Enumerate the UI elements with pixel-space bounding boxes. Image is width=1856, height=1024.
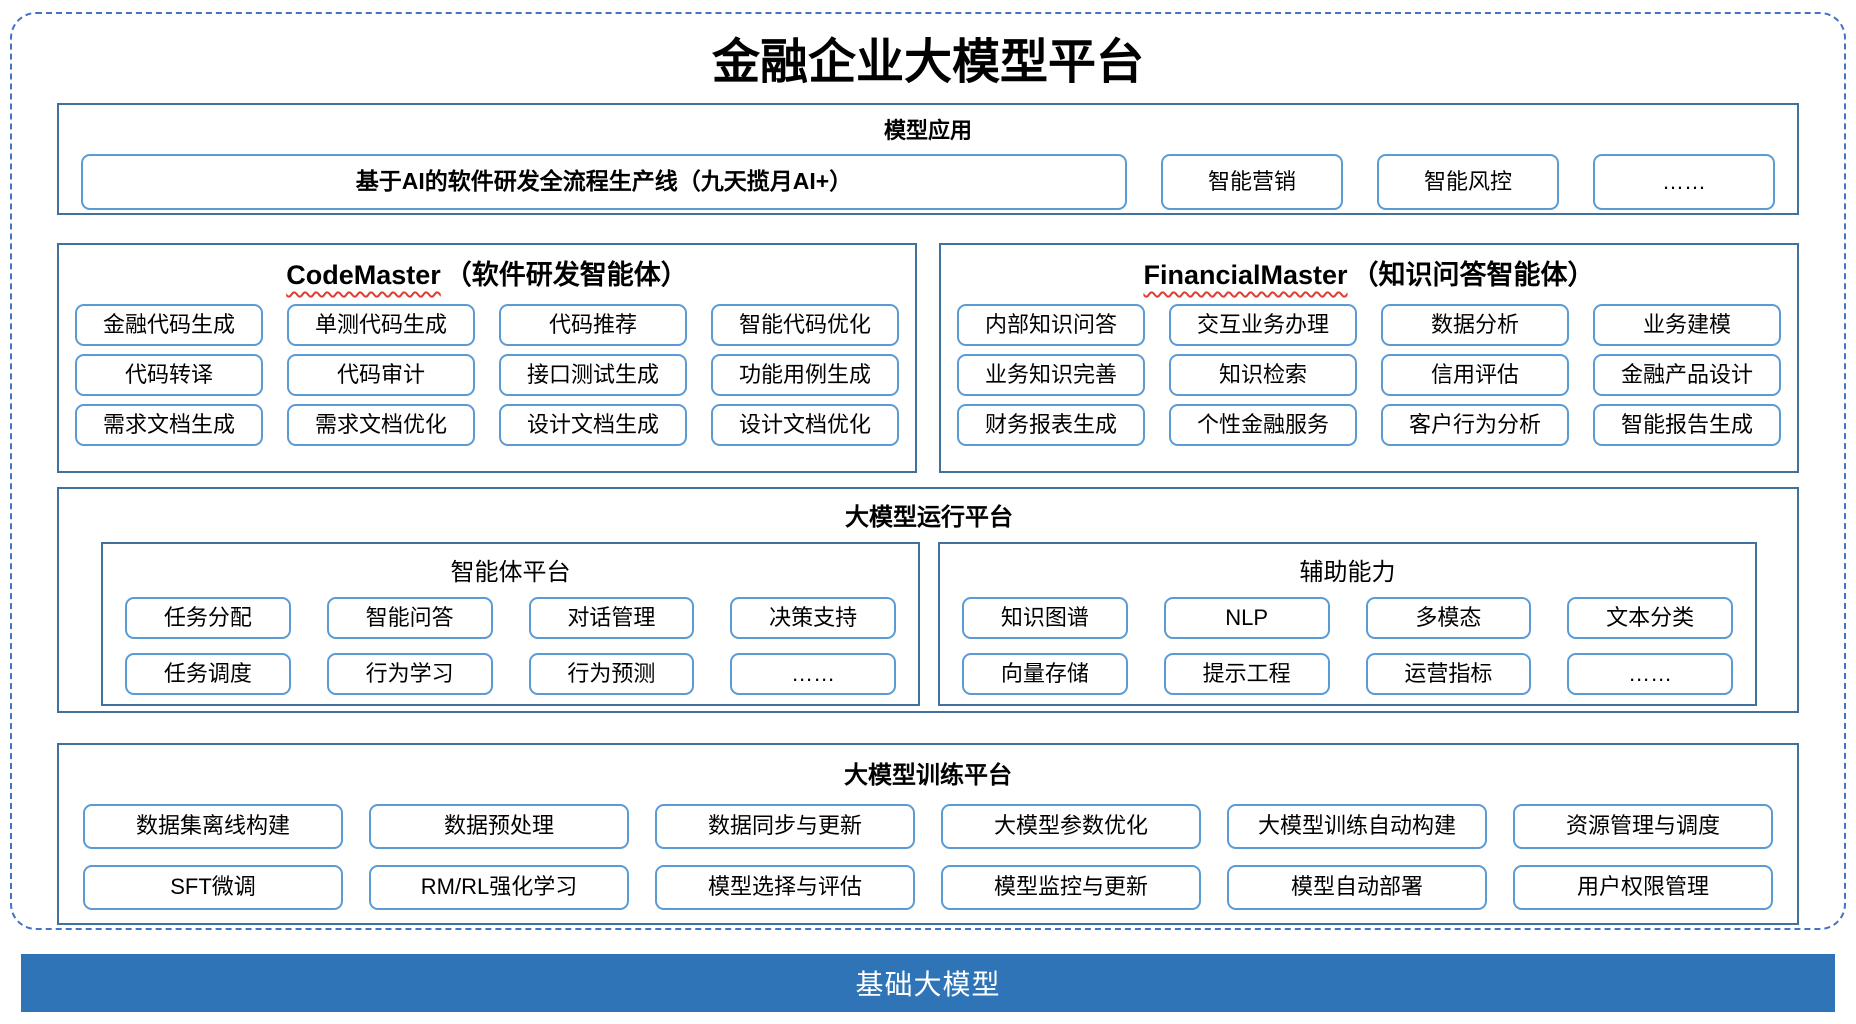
app-box-production-line: 基于AI的软件研发全流程生产线（九天揽月AI+） [81,153,1127,210]
capability-box: 接口测试生成 [499,353,687,396]
capability-box: …… [730,652,896,695]
capability-box: 设计文档优化 [711,403,899,446]
app-box: 智能风控 [1377,153,1559,210]
runtime-row: 智能体平台 任务分配 智能问答 对话管理 决策支持 任务调度 行为学习 行为预测… [101,541,1757,706]
capability-box: 内部知识问答 [957,303,1145,346]
model-application-section: 模型应用 基于AI的软件研发全流程生产线（九天揽月AI+） 智能营销 智能风控 … [57,102,1799,215]
capability-box: 大模型参数优化 [941,803,1201,849]
capability-box: 财务报表生成 [957,403,1145,446]
capability-box: 交互业务办理 [1169,303,1357,346]
auxiliary-capability-grid: 知识图谱 NLP 多模态 文本分类 向量存储 提示工程 运营指标 …… [962,596,1733,695]
capability-box: 任务分配 [125,596,291,639]
capability-box: 知识图谱 [962,596,1128,639]
capability-box: 知识检索 [1169,353,1357,396]
capability-box: 多模态 [1365,596,1532,639]
capability-box: 智能报告生成 [1593,403,1781,446]
foundation-model-bar: 基础大模型 [21,954,1835,1012]
capability-box: 代码推荐 [499,303,687,346]
capability-box: 业务知识完善 [957,353,1145,396]
capability-box: NLP [1163,596,1330,639]
capability-box: 行为预测 [528,652,695,695]
codemaster-section: CodeMaster（软件研发智能体） 金融代码生成 单测代码生成 代码推荐 智… [57,242,917,473]
financialmaster-header: FinancialMaster（知识问答智能体） [957,253,1781,292]
training-platform-section: 大模型训练平台 数据集离线构建 数据预处理 数据同步与更新 大模型参数优化 大模… [57,742,1799,925]
capability-box: 信用评估 [1381,353,1569,396]
financialmaster-name: FinancialMaster [1143,259,1348,290]
capability-box: 模型监控与更新 [941,864,1201,910]
auxiliary-capability-title: 辅助能力 [1299,558,1396,586]
capability-box: 业务建模 [1593,303,1781,346]
page-title: 金融企业大模型平台 [711,34,1144,90]
capability-box: 代码转译 [75,353,263,396]
runtime-platform-title: 大模型运行平台 [845,503,1013,531]
capability-box: 文本分类 [1567,596,1733,639]
capability-box: 对话管理 [528,596,695,639]
capability-box: 数据预处理 [369,803,629,849]
capability-box: 模型选择与评估 [655,864,915,910]
capability-box: 大模型训练自动构建 [1227,803,1487,849]
capability-box: 提示工程 [1163,652,1330,695]
agent-platform-subsection: 智能体平台 任务分配 智能问答 对话管理 决策支持 任务调度 行为学习 行为预测… [101,541,920,706]
capability-box: 任务调度 [125,652,291,695]
model-application-title: 模型应用 [883,117,972,143]
codemaster-grid: 金融代码生成 单测代码生成 代码推荐 智能代码优化 代码转译 代码审计 接口测试… [75,303,899,446]
capability-box: 客户行为分析 [1381,403,1569,446]
capability-box: 需求文档优化 [287,403,475,446]
foundation-model-label: 基础大模型 [855,969,1001,1000]
capability-box: 智能代码优化 [711,303,899,346]
capability-box: 金融代码生成 [75,303,263,346]
runtime-platform-section: 大模型运行平台 智能体平台 任务分配 智能问答 对话管理 决策支持 任务调度 行… [57,486,1799,713]
codemaster-subtitle: （软件研发智能体） [444,259,688,290]
capability-box: 智能问答 [326,596,493,639]
capability-box: 设计文档生成 [499,403,687,446]
capability-box: 决策支持 [730,596,896,639]
capability-box: 代码审计 [287,353,475,396]
capability-box: 个性金融服务 [1169,403,1357,446]
capability-box: 数据集离线构建 [83,803,343,849]
capability-box: 行为学习 [326,652,493,695]
training-platform-title: 大模型训练平台 [844,761,1012,789]
codemaster-name: CodeMaster [286,259,441,290]
financialmaster-grid: 内部知识问答 交互业务办理 数据分析 业务建模 业务知识完善 知识检索 信用评估… [957,303,1781,446]
agent-platform-grid: 任务分配 智能问答 对话管理 决策支持 任务调度 行为学习 行为预测 …… [125,596,896,695]
app-box: 智能营销 [1161,153,1343,210]
capability-box: 功能用例生成 [711,353,899,396]
capability-box: 模型自动部署 [1227,864,1487,910]
capability-box: RM/RL强化学习 [369,864,629,910]
capability-box: …… [1567,652,1733,695]
auxiliary-capability-subsection: 辅助能力 知识图谱 NLP 多模态 文本分类 向量存储 提示工程 运营指标 …… [938,541,1757,706]
capability-box: 资源管理与调度 [1513,803,1773,849]
capability-box: 运营指标 [1365,652,1532,695]
capability-box: 用户权限管理 [1513,864,1773,910]
agents-row: CodeMaster（软件研发智能体） 金融代码生成 单测代码生成 代码推荐 智… [57,242,1799,473]
platform-outline: 金融企业大模型平台 模型应用 基于AI的软件研发全流程生产线（九天揽月AI+） … [10,12,1846,930]
capability-box: 数据同步与更新 [655,803,915,849]
capability-box: 单测代码生成 [287,303,475,346]
model-application-row: 基于AI的软件研发全流程生产线（九天揽月AI+） 智能营销 智能风控 …… [81,153,1775,210]
capability-box: SFT微调 [83,864,343,910]
financialmaster-section: FinancialMaster（知识问答智能体） 内部知识问答 交互业务办理 数… [939,242,1799,473]
training-platform-grid: 数据集离线构建 数据预处理 数据同步与更新 大模型参数优化 大模型训练自动构建 … [83,803,1773,910]
capability-box: 金融产品设计 [1593,353,1781,396]
capability-box: 需求文档生成 [75,403,263,446]
codemaster-header: CodeMaster（软件研发智能体） [75,253,899,292]
capability-box: 数据分析 [1381,303,1569,346]
financialmaster-subtitle: （知识问答智能体） [1351,259,1595,290]
agent-platform-title: 智能体平台 [450,558,571,586]
app-box: …… [1593,153,1775,210]
capability-box: 向量存储 [962,652,1128,695]
